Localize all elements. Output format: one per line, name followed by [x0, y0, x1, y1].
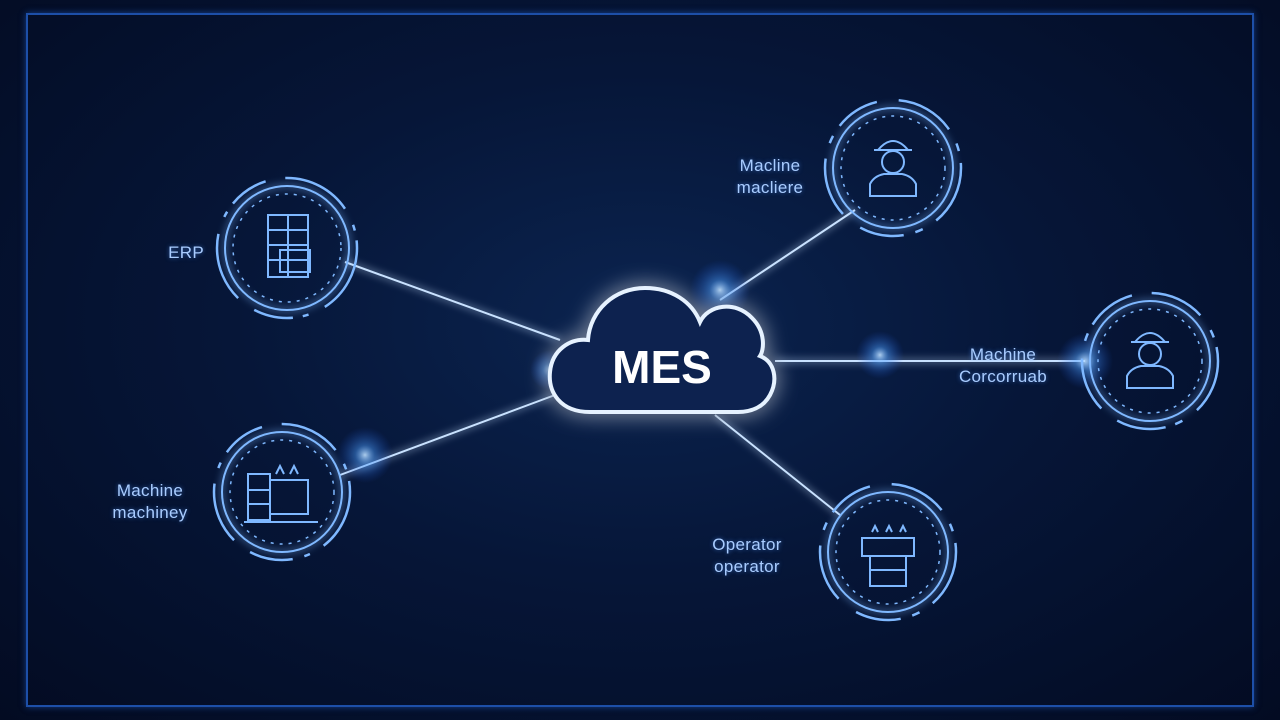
- label-machine-right-line1: Machine: [969, 345, 1037, 364]
- diagram-frame: [26, 13, 1254, 707]
- label-machine-left-line2: machiney: [112, 503, 188, 522]
- label-machine-right: Machine Corcorruab: [932, 344, 1074, 388]
- cloud-icon: [547, 285, 777, 414]
- label-machine-top-line2: macliere: [736, 178, 804, 197]
- hub-label: MES: [612, 341, 712, 393]
- machine-box-icon: [861, 523, 915, 587]
- label-machine-left-line1: Machine: [116, 481, 184, 500]
- label-operator-line1: Operator: [712, 535, 782, 554]
- node-machine-left: [212, 422, 352, 562]
- connector-erp: [344, 261, 561, 341]
- glow-spot: [690, 260, 750, 320]
- label-machine-right-line2: Corcorruab: [958, 367, 1048, 386]
- node-machine-top: [823, 98, 963, 238]
- glow-spot: [337, 427, 393, 483]
- label-erp: ERP: [130, 242, 204, 264]
- label-erp-line1: ERP: [168, 243, 204, 262]
- glow-spot: [1057, 333, 1113, 389]
- server-rack-icon: [267, 214, 311, 278]
- label-operator-line2: operator: [714, 557, 780, 576]
- label-machine-top: Macline macliere: [715, 155, 825, 199]
- connector-operator: [714, 414, 841, 516]
- mes-cloud-hub: [547, 285, 777, 414]
- factory-machine-icon: [244, 463, 318, 523]
- label-operator: Operator operator: [684, 534, 810, 578]
- glow-spot: [856, 331, 904, 379]
- label-machine-left: Machine machiney: [90, 480, 210, 524]
- node-operator: [818, 482, 958, 622]
- label-machine-top-line1: Macline: [739, 156, 801, 175]
- worker-icon: [869, 140, 917, 197]
- node-machine-right: [1080, 291, 1220, 431]
- node-erp: [215, 176, 359, 320]
- worker-icon: [1126, 332, 1174, 389]
